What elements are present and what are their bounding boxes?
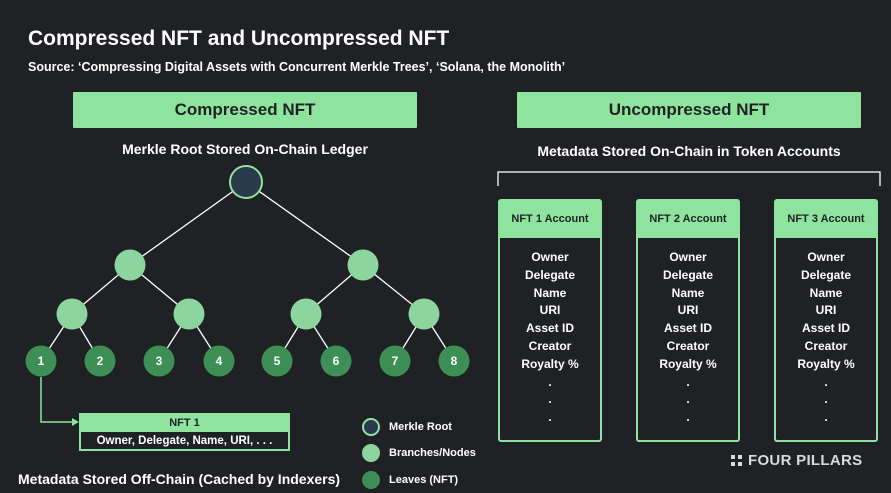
account-field: Owner: [807, 250, 845, 264]
leaf-node: [203, 345, 235, 377]
leaf-label: 6: [333, 354, 340, 368]
leaf-label: 8: [451, 354, 458, 368]
leaf-node: [379, 345, 411, 377]
ellipsis-dot: .: [548, 374, 552, 389]
four-pillars-logo: FOUR PILLARS: [731, 452, 862, 469]
nft1-offchain-metadata-box: NFT 1 Owner, Delegate, Name, URI, . . .: [79, 413, 290, 451]
account-field: Delegate: [800, 267, 852, 282]
leaf-to-nft-connector: [40, 377, 76, 423]
legend-leaves: Leaves (NFT): [362, 469, 458, 491]
accounts-bracket: [497, 171, 881, 186]
leaf-label: 2: [97, 354, 104, 368]
leaf-node: [261, 345, 293, 377]
account-field: Owner: [669, 250, 707, 264]
leaf-node: [25, 345, 57, 377]
leaf-node: [320, 345, 352, 377]
account-field: URI: [677, 303, 699, 318]
account-field: Name: [809, 285, 843, 300]
account-field: Creator: [804, 338, 848, 353]
leaf-label: 1: [38, 354, 45, 368]
legend-label: Leaves (NFT): [389, 474, 459, 486]
account-field: Asset ID: [663, 321, 713, 336]
ellipsis-dot: .: [548, 392, 552, 407]
account-field: Name: [533, 285, 567, 300]
ellipsis-dot: .: [686, 392, 690, 407]
legend-branches-nodes: Branches/Nodes: [362, 442, 476, 464]
leaf-node: [84, 345, 116, 377]
account-field: Delegate: [524, 267, 576, 282]
account-field: Owner: [531, 250, 569, 264]
merkle-root-caption: Merkle Root Stored On-Chain Ledger: [122, 141, 368, 157]
account-field: Royalty %: [797, 356, 855, 371]
account-field: Asset ID: [525, 321, 575, 336]
ellipsis-dot: .: [686, 374, 690, 389]
account-field: URI: [815, 303, 837, 318]
offchain-metadata-caption: Metadata Stored Off-Chain (Cached by Ind…: [18, 471, 341, 487]
nft1-box-fields: Owner, Delegate, Name, URI, . . .: [96, 435, 273, 447]
branch-node: [347, 249, 379, 281]
uncompressed-nft-header: Uncompressed NFT: [517, 92, 861, 128]
leaf-node: [438, 345, 470, 377]
ellipsis-dot: .: [686, 410, 690, 425]
account-field: Royalty %: [521, 356, 579, 371]
merkle-root-swatch-icon: [362, 418, 380, 436]
leaf-node: [143, 345, 175, 377]
account-label: NFT 1 Account: [500, 201, 600, 238]
four-pillars-dots-icon: [731, 455, 742, 466]
legend-label: Merkle Root: [389, 421, 452, 433]
brand-name: FOUR PILLARS: [748, 452, 863, 469]
leaf-label: 4: [216, 354, 223, 368]
account-field: Creator: [528, 338, 572, 353]
nft3-account-card: NFT 3 Account Owner Delegate Name URI As…: [774, 199, 878, 442]
account-field: Name: [671, 285, 705, 300]
nft2-account-card: NFT 2 Account Owner Delegate Name URI As…: [636, 199, 740, 442]
onchain-metadata-caption: Metadata Stored On-Chain in Token Accoun…: [537, 143, 841, 159]
account-field: URI: [539, 303, 561, 318]
ellipsis-dot: .: [824, 392, 828, 407]
leaf-swatch-icon: [362, 471, 380, 489]
edge-root-left: [129, 181, 247, 266]
branch-node: [56, 298, 88, 330]
merkle-root-node: [229, 165, 263, 199]
ellipsis-dot: .: [824, 410, 828, 425]
account-field: Asset ID: [801, 321, 851, 336]
leaf-label: 5: [274, 354, 281, 368]
edge-root-right: [245, 181, 364, 266]
leaf-label: 3: [156, 354, 163, 368]
account-field: Royalty %: [659, 356, 717, 371]
page-title: Compressed NFT and Uncompressed NFT: [28, 27, 450, 50]
ellipsis-dot: .: [824, 374, 828, 389]
account-field: Delegate: [662, 267, 714, 282]
legend-merkle-root: Merkle Root: [362, 416, 452, 438]
legend-label: Branches/Nodes: [389, 447, 476, 459]
connector-arrowhead-icon: [72, 418, 79, 426]
account-field: Creator: [666, 338, 710, 353]
leaf-label: 7: [392, 354, 399, 368]
branch-node: [114, 249, 146, 281]
page-subtitle: Source: ‘Compressing Digital Assets with…: [28, 60, 566, 74]
nft1-account-card: NFT 1 Account Owner Delegate Name URI As…: [498, 199, 602, 442]
account-label: NFT 3 Account: [776, 201, 876, 238]
tree-edges: [40, 181, 455, 362]
account-label: NFT 2 Account: [638, 201, 738, 238]
branch-node: [408, 298, 440, 330]
branch-node: [290, 298, 322, 330]
branch-node: [173, 298, 205, 330]
leaf-nodes: [25, 345, 470, 377]
compressed-nft-header: Compressed NFT: [73, 92, 417, 128]
ellipsis-dot: .: [548, 410, 552, 425]
branch-node-swatch-icon: [362, 444, 380, 462]
nft1-box-label: NFT 1: [81, 415, 288, 432]
